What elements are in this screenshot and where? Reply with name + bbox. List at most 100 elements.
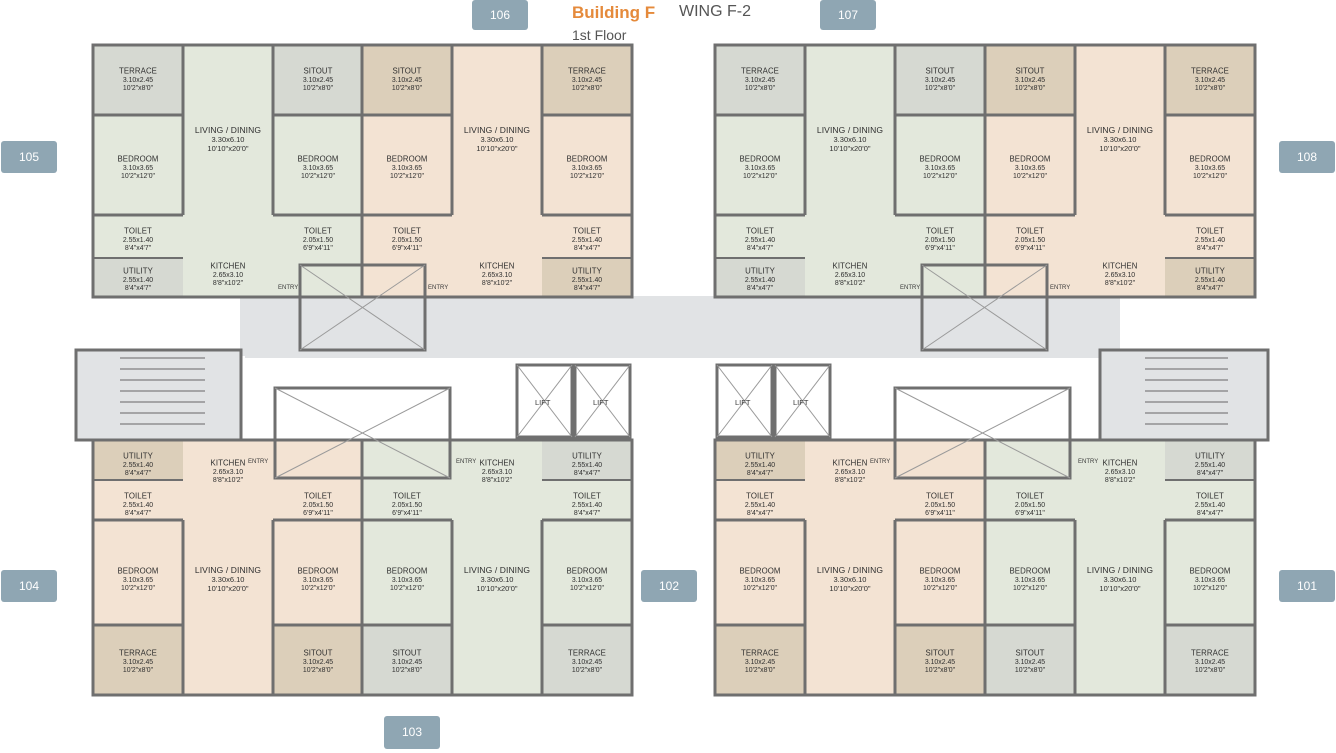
- room-name: SITOUT: [392, 66, 422, 76]
- entry-label: ENTRY: [248, 459, 269, 465]
- flat-outline: [360, 438, 634, 697]
- room-dimension-feet: 8'4"x4'7": [1196, 243, 1224, 253]
- utility-fill: [715, 258, 805, 296]
- room-dimension-metric: 3.10x3.65: [924, 163, 956, 172]
- room-name: TOILET: [746, 226, 774, 236]
- room-name: BEDROOM: [297, 566, 339, 576]
- duct-cross: [894, 387, 1071, 479]
- terrace-fill: [93, 45, 183, 115]
- room-name: TOILET: [393, 226, 421, 236]
- utility-fill: [715, 440, 805, 480]
- room-dimension-metric: 3.10x2.45: [122, 75, 154, 84]
- room-dimension-feet: 8'4"x4'7": [124, 283, 152, 293]
- room-dimension-feet: 10'2"x12'0": [569, 583, 605, 593]
- building-title: Building F: [572, 3, 656, 22]
- room-name: LIVING / DINING: [463, 565, 531, 575]
- terrace-fill: [1165, 45, 1255, 115]
- sitout-fill: [362, 45, 452, 115]
- room-dimension-feet: 10'2"x12'0": [389, 583, 425, 593]
- room-dimension-feet: 10'2"x8'0": [391, 665, 423, 675]
- room-name: SITOUT: [925, 66, 955, 76]
- room-dimension-feet: 10'2"x8'0": [302, 83, 334, 93]
- room-dimension-metric: 2.05x1.50: [924, 500, 956, 509]
- room-name: BEDROOM: [739, 154, 781, 164]
- room-dimension-feet: 10'2"x8'0": [744, 83, 776, 93]
- room-dimension-metric: 3.30x6.10: [1103, 575, 1137, 585]
- terrace-fill: [542, 45, 632, 115]
- corridor-fill: [245, 300, 1100, 358]
- room-name: TOILET: [746, 491, 774, 501]
- room-dimension-feet: 10'2"x8'0": [924, 83, 956, 93]
- room-dimension-metric: 3.10x2.45: [302, 75, 334, 84]
- room-dimension-metric: 3.10x2.45: [1014, 657, 1046, 666]
- room-dimension-feet: 8'4"x4'7": [124, 243, 152, 253]
- room-dimension-metric: 3.10x2.45: [924, 657, 956, 666]
- flat-number: 105: [18, 150, 40, 164]
- room-dimension-feet: 10'2"x8'0": [1014, 665, 1046, 675]
- room-dimension-feet: 10'2"x8'0": [122, 665, 154, 675]
- room-name: TOILET: [1016, 491, 1044, 501]
- utility-fill: [93, 440, 183, 480]
- room-name: SITOUT: [1015, 648, 1045, 658]
- room-name: LIVING / DINING: [1086, 125, 1154, 135]
- room-dimension-metric: 2.55x1.40: [1194, 275, 1226, 284]
- duct-cross: [574, 364, 631, 438]
- room-name: TOILET: [926, 226, 954, 236]
- room-name: LIVING / DINING: [1086, 565, 1154, 575]
- room-dimension-feet: 6'9"x4'11": [1015, 508, 1045, 518]
- room-dimension-metric: 3.10x3.65: [744, 163, 776, 172]
- room-name: LIVING / DINING: [463, 125, 531, 135]
- room-dimension-metric: 3.30x6.10: [211, 575, 245, 585]
- room-name: TERRACE: [1190, 66, 1230, 76]
- room-dimension-feet: 10'10"x20'0": [476, 144, 518, 154]
- room-name: BEDROOM: [386, 154, 428, 164]
- lift-label: LIFT: [535, 398, 551, 407]
- room-dimension-feet: 10'2"x12'0": [389, 171, 425, 181]
- sitout-fill: [362, 625, 452, 695]
- room-dimension-feet: 10'2"x12'0": [922, 583, 958, 593]
- room-name: BEDROOM: [386, 566, 428, 576]
- room-dimension-metric: 3.10x3.65: [924, 575, 956, 584]
- room-name: UTILITY: [572, 451, 602, 461]
- room-dimension-feet: 8'4"x4'7": [1196, 283, 1224, 293]
- flat-tag-101: 101: [1279, 570, 1335, 602]
- room-dimension-feet: 8'8"x10'2": [212, 475, 244, 485]
- entry-label: ENTRY: [278, 285, 299, 291]
- room-name: BEDROOM: [117, 154, 159, 164]
- room-dimension-feet: 8'4"x4'7": [573, 508, 601, 518]
- stair-outline-east: [1098, 348, 1270, 442]
- room-dimension-feet: 8'4"x4'7": [124, 508, 152, 518]
- flat-tag-103: 103: [384, 716, 440, 749]
- room-dimension-feet: 8'4"x4'7": [746, 243, 774, 253]
- duct-outline: [893, 386, 1072, 480]
- room-dimension-feet: 8'4"x4'7": [573, 468, 601, 478]
- room-dimension-feet: 10'10"x20'0": [476, 584, 518, 594]
